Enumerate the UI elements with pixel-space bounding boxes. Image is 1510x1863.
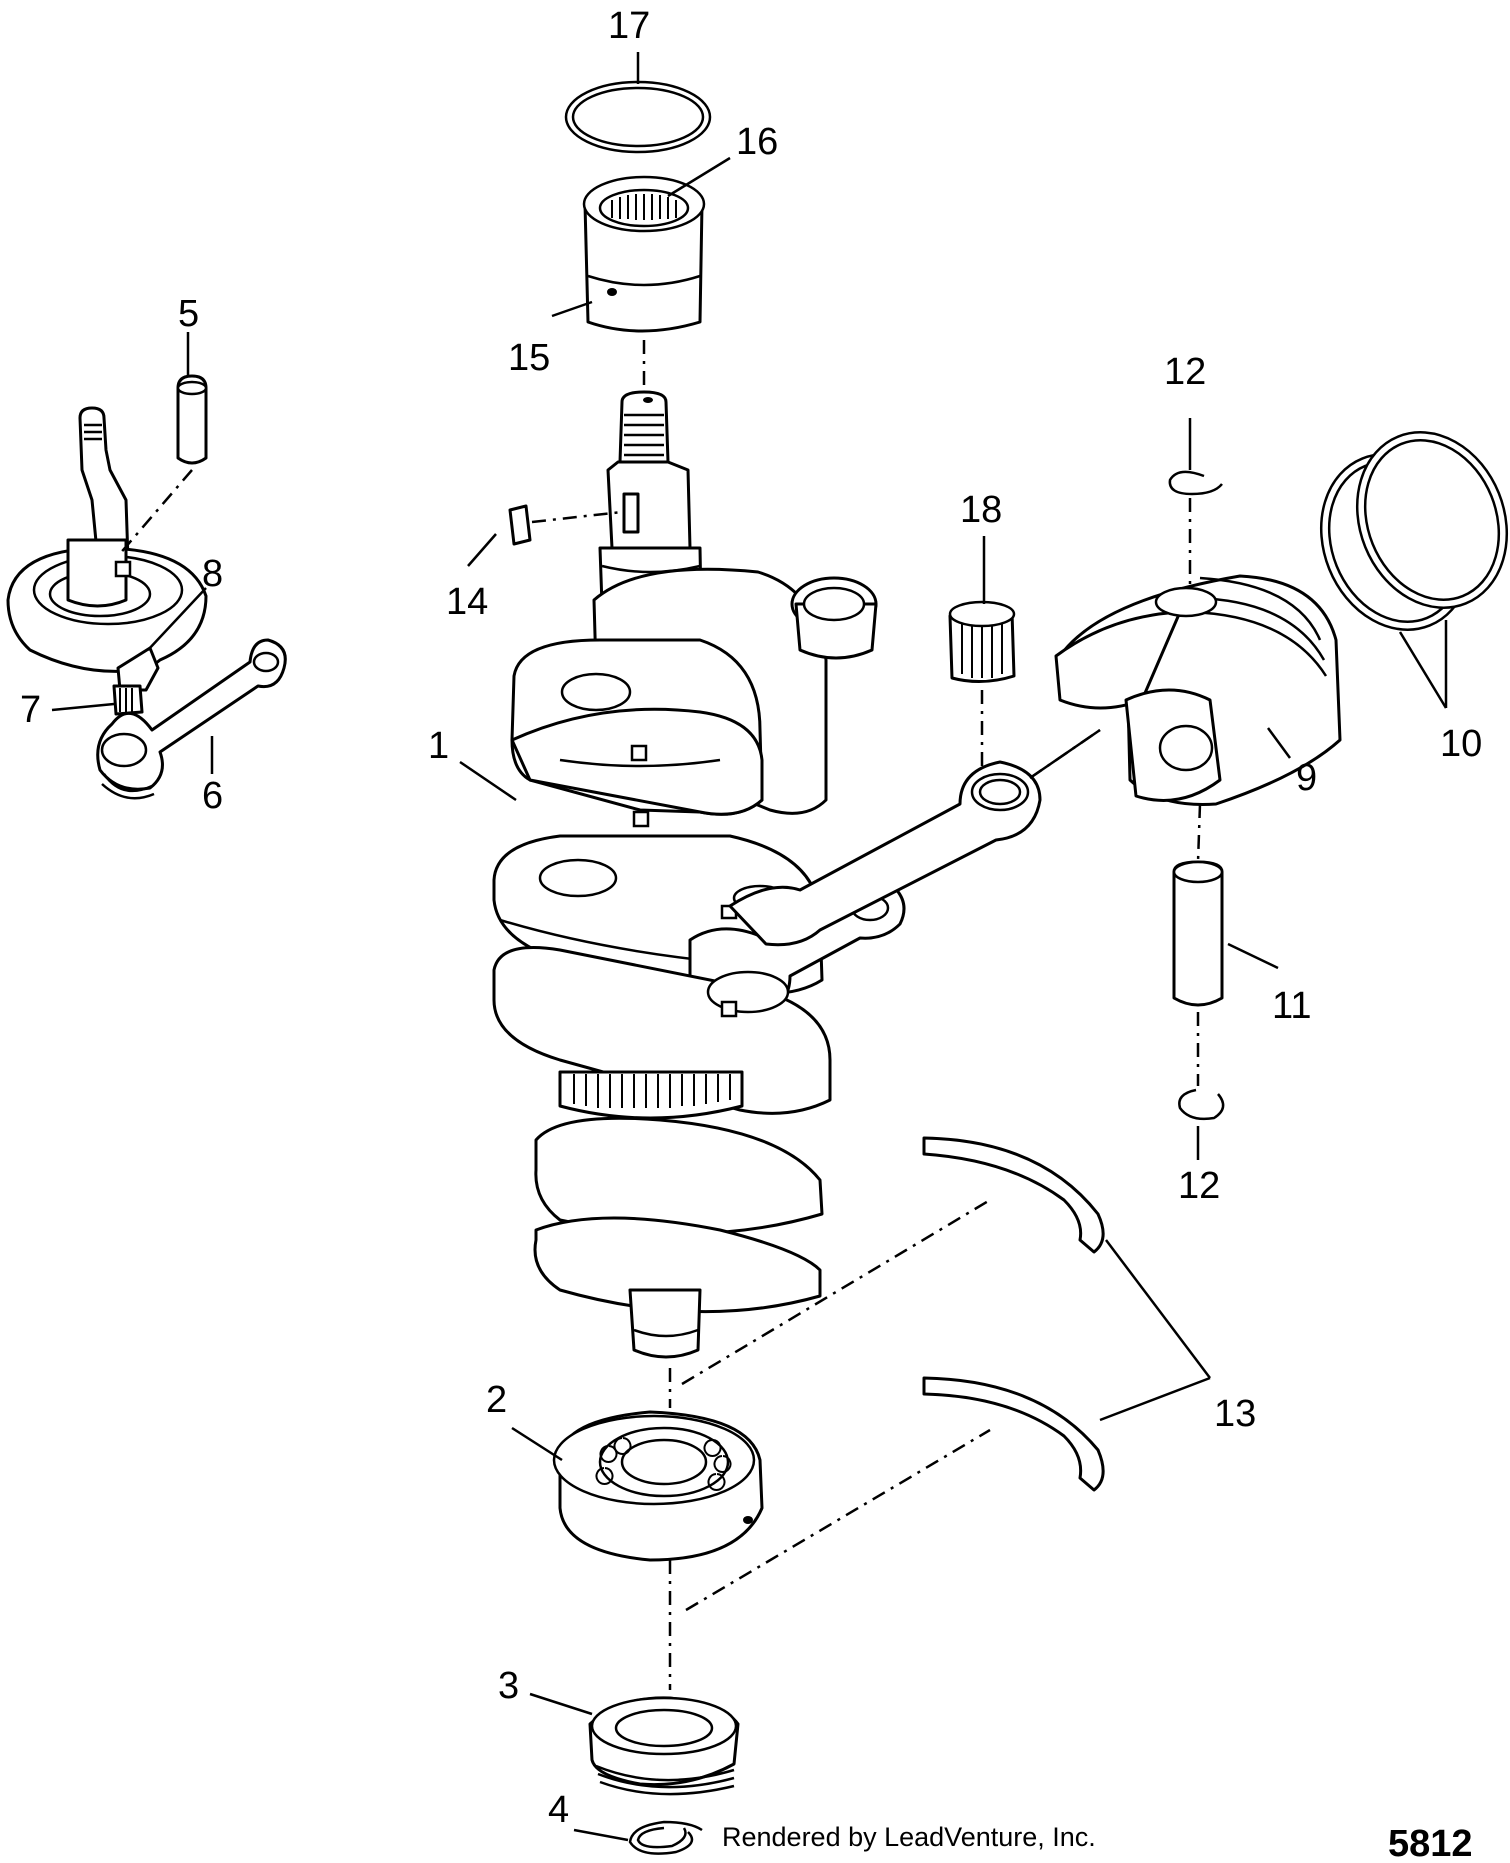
- callout-4: 4: [548, 1789, 569, 1831]
- callout-8: 8: [202, 553, 223, 595]
- crankshaft-1: [492, 390, 906, 1359]
- callout-13: 13: [1214, 1393, 1256, 1435]
- snap-ring-4: [628, 1820, 703, 1855]
- callout-labels: 1 2 3 4 5 6 7 8 9 10 11 12 12 13 14 15 1…: [20, 5, 1482, 1831]
- callout-14: 14: [446, 581, 488, 623]
- callout-1: 1: [428, 725, 449, 767]
- o-ring-17: [564, 80, 712, 154]
- callout-11: 11: [1272, 985, 1311, 1027]
- callout-16: 16: [736, 121, 778, 163]
- callout-5: 5: [178, 293, 199, 335]
- callout-9: 9: [1296, 757, 1317, 799]
- oil-seal-3: [588, 1696, 740, 1796]
- callout-17: 17: [608, 5, 650, 47]
- callout-12-bottom: 12: [1178, 1165, 1220, 1207]
- callout-12-top: 12: [1164, 351, 1206, 393]
- ball-bearing-2: [552, 1410, 764, 1562]
- piston-9: [1054, 574, 1342, 806]
- callout-18: 18: [960, 489, 1002, 531]
- callout-3: 3: [498, 1665, 519, 1707]
- callout-6: 6: [202, 775, 223, 817]
- footer: Rendered by LeadVenture, Inc. 5812: [722, 1822, 1473, 1863]
- callout-7: 7: [20, 689, 41, 731]
- needle-bearing-18: [948, 600, 1016, 683]
- piston-pin-retainer-top: [1168, 470, 1223, 496]
- bearing-15-16: [582, 175, 706, 333]
- connecting-rod: [728, 760, 1042, 947]
- diagram-code: 5812: [1388, 1823, 1473, 1863]
- callout-10: 10: [1440, 723, 1482, 765]
- rendered-by-credit: Rendered by LeadVenture, Inc.: [722, 1822, 1096, 1852]
- piston-pin-retainer-bottom: [1178, 1088, 1225, 1121]
- woodruff-key-14: [508, 504, 623, 546]
- assembly-centerlines: [668, 728, 1101, 1690]
- piston-pin-11: [1172, 860, 1224, 1007]
- thrust-washers-13: [922, 1136, 1105, 1492]
- callout-2: 2: [486, 1379, 507, 1421]
- callout-15: 15: [508, 337, 550, 379]
- leader-lines: [51, 52, 1448, 1842]
- inset-crankshaft-assembly: [6, 374, 287, 800]
- piston-rings-10: [1319, 431, 1509, 631]
